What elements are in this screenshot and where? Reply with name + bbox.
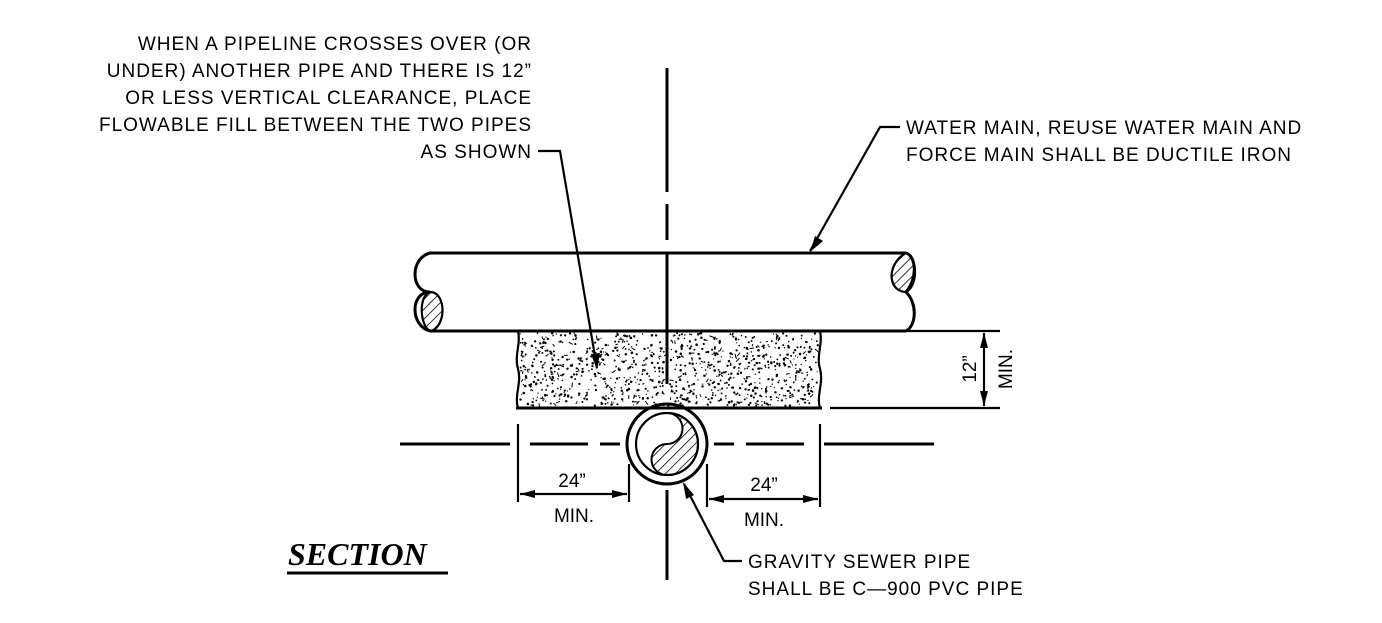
left-horizontal-dimension: 24” MIN.: [516, 424, 631, 527]
gravity-sewer-pipe: [625, 402, 709, 486]
sewer-note-leader: [683, 483, 742, 563]
sewer-cut-hatch: [650, 412, 699, 477]
flowable-fill-note: WHEN A PIPELINE CROSSES OVER (OR UNDER) …: [99, 34, 600, 370]
fill-note-line-1: WHEN A PIPELINE CROSSES OVER (OR: [138, 34, 532, 55]
water-main-pipe: [413, 251, 917, 333]
left-pipe-cut-hatch: [420, 290, 444, 333]
water-main-note: WATER MAIN, REUSE WATER MAIN AND FORCE M…: [809, 118, 1302, 252]
vertical-dimension: 12” MIN.: [830, 329, 1017, 410]
fill-note-line-5: AS SHOWN: [421, 142, 532, 163]
gravity-sewer-note: GRAVITY SEWER PIPE SHALL BE C—900 PVC PI…: [683, 482, 1024, 600]
left-dim-value: 24”: [558, 471, 585, 492]
vertical-dim-min: MIN.: [996, 349, 1017, 389]
fill-note-line-3: OR LESS VERTICAL CLEARANCE, PLACE: [125, 88, 532, 109]
title-text: SECTION: [288, 536, 429, 572]
left-dim-min: MIN.: [554, 506, 594, 527]
flowable-fill: [515, 330, 823, 410]
right-pipe-cut-hatch: [890, 251, 917, 294]
fill-note-line-4: FLOWABLE FILL BETWEEN THE TWO PIPES: [99, 115, 532, 136]
sewer-note-line-2: SHALL BE C—900 PVC PIPE: [748, 579, 1024, 600]
right-dim-min: MIN.: [744, 510, 784, 531]
water-note-line-2: FORCE MAIN SHALL BE DUCTILE IRON: [906, 145, 1292, 166]
fill-note-leader: [538, 149, 599, 369]
fill-note-line-2: UNDER) ANOTHER PIPE AND THERE IS 12”: [107, 61, 532, 82]
water-note-leader: [809, 125, 900, 252]
right-horizontal-dimension: 24” MIN.: [705, 424, 822, 531]
section-title: SECTION: [287, 536, 448, 575]
fill-stipple: [519, 331, 819, 408]
vertical-dim-value: 12”: [960, 355, 981, 382]
water-note-line-1: WATER MAIN, REUSE WATER MAIN AND: [906, 118, 1302, 139]
right-dim-value: 24”: [750, 475, 777, 496]
sewer-note-line-1: GRAVITY SEWER PIPE: [748, 552, 971, 573]
